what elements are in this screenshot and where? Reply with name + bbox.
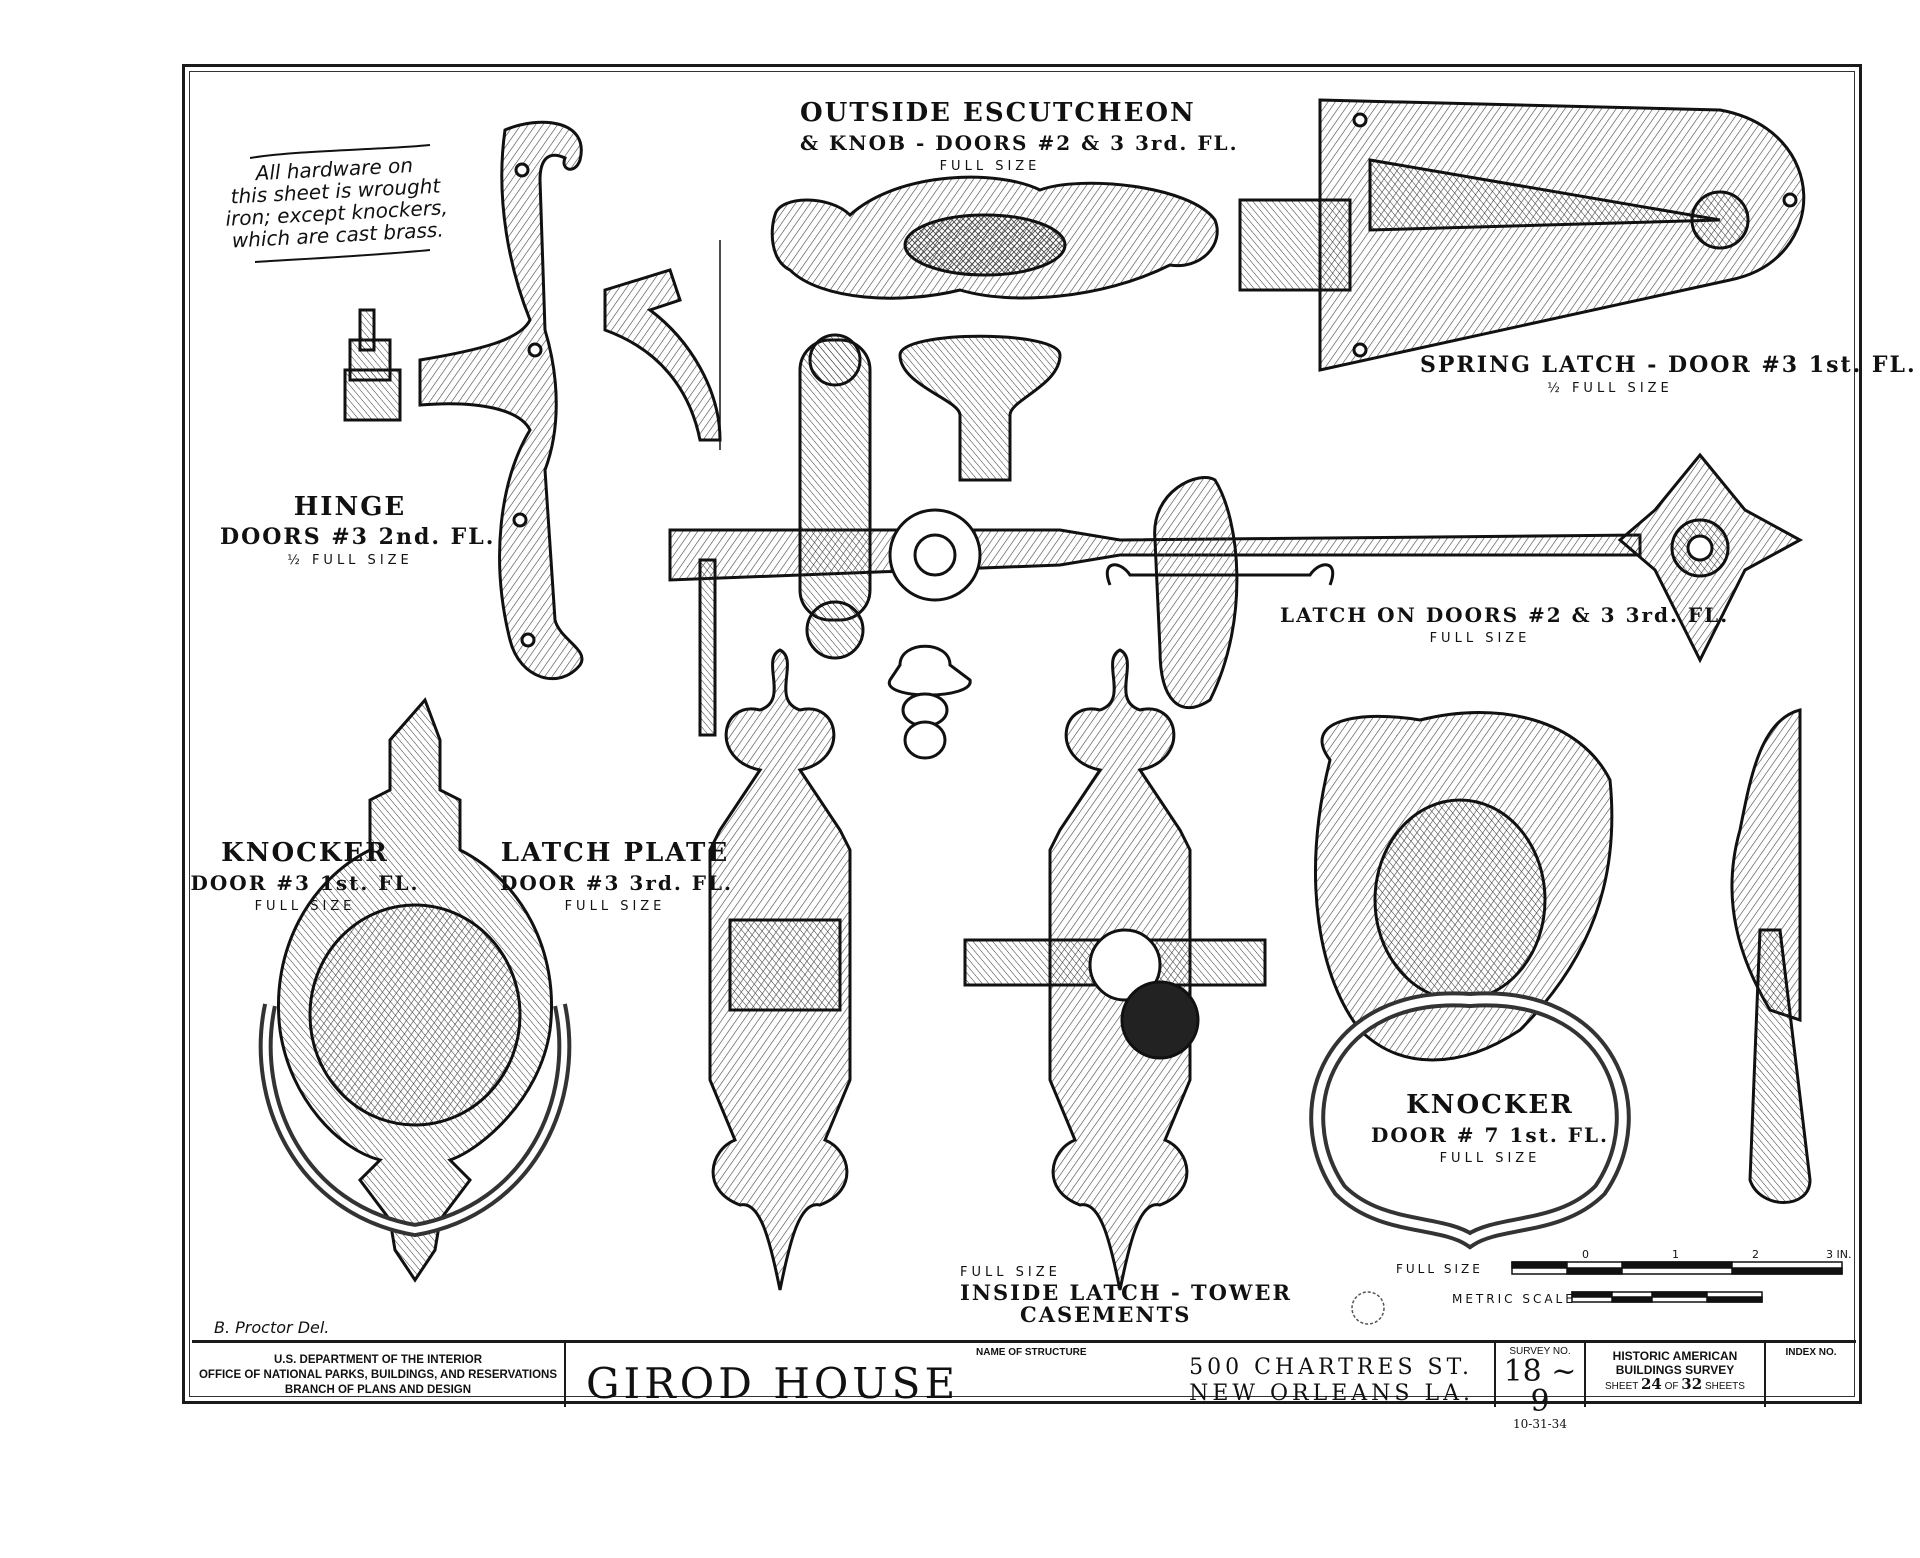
label-knocker-7: KNOCKER DOOR # 7 1st. FL. FULL SIZE xyxy=(1360,1090,1620,1168)
label-scale: ½ FULL SIZE xyxy=(1547,381,1673,396)
sheet-suffix: SHEETS xyxy=(1704,1381,1745,1392)
sheet-number: 24 xyxy=(1640,1375,1662,1393)
knocker-7-drawing xyxy=(1309,708,1812,1250)
label-title: OUTSIDE ESCUTCHEON xyxy=(800,98,1196,128)
title-block: U.S. DEPARTMENT OF THE INTERIOR OFFICE O… xyxy=(192,1340,1856,1431)
agency-cell: U.S. DEPARTMENT OF THE INTERIOR OFFICE O… xyxy=(192,1343,566,1407)
survey-cell: SURVEY NO. 18 ~ 9 10-31-34 xyxy=(1496,1343,1586,1431)
scale-bar xyxy=(1511,1261,1843,1303)
label-subtitle: CASEMENTS xyxy=(1020,1302,1192,1327)
material-note: All hardware on this sheet is wrought ir… xyxy=(204,151,468,253)
scale-tick: 3 IN. xyxy=(1826,1248,1852,1261)
sheet-of: OF xyxy=(1664,1381,1679,1392)
label-latch-plate: LATCH PLATE DOOR #3 3rd. FL. FULL SIZE xyxy=(500,838,733,916)
structure-caption: NAME OF STRUCTURE xyxy=(976,1347,1087,1358)
scale-full-size: FULL SIZE xyxy=(1396,1262,1483,1276)
label-title: INSIDE LATCH - TOWER xyxy=(960,1280,1292,1305)
sheet-prefix: SHEET xyxy=(1605,1381,1639,1392)
draftsman-signature: B. Proctor Del. xyxy=(214,1318,330,1337)
bracket-profile xyxy=(603,240,722,450)
label-knocker-3: KNOCKER DOOR #3 1st. FL. FULL SIZE xyxy=(190,838,420,916)
label-subtitle: & KNOB - DOORS #2 & 3 3rd. FL. xyxy=(800,131,1239,155)
label-subtitle: DOOR #3 3rd. FL. xyxy=(500,871,733,895)
hinge-drawing xyxy=(343,120,584,681)
drawing-sheet xyxy=(182,64,1862,1404)
scale-metric: METRIC SCALE xyxy=(1452,1292,1576,1306)
agency-line: BRANCH OF PLANS AND DESIGN xyxy=(284,1384,472,1396)
small-knob-drawing xyxy=(888,644,972,760)
address-line: NEW ORLEANS LA. xyxy=(1189,1381,1474,1406)
label-scale: FULL SIZE xyxy=(1429,631,1531,646)
survey-caption: SURVEY NO. xyxy=(1509,1346,1571,1357)
label-subtitle: DOOR # 7 1st. FL. xyxy=(1371,1123,1609,1147)
label-scale: FULL SIZE xyxy=(960,1265,1061,1280)
survey-number: 18 ~ 9 xyxy=(1503,1354,1577,1419)
agency-line: U.S. DEPARTMENT OF THE INTERIOR xyxy=(273,1354,483,1366)
label-scale: ½ FULL SIZE xyxy=(287,553,413,568)
label-scale: FULL SIZE xyxy=(939,159,1041,174)
address-line: 500 CHARTRES ST. xyxy=(1189,1355,1474,1380)
latch-plate-drawing xyxy=(708,648,852,1291)
scale-tick: 1 xyxy=(1672,1248,1679,1261)
index-caption: INDEX NO. xyxy=(1785,1347,1837,1358)
tower-latch-drawing xyxy=(963,648,1267,1291)
structure-cell: NAME OF STRUCTURE GIROD HOUSE 500 CHARTR… xyxy=(566,1343,1496,1408)
label-scale: FULL SIZE xyxy=(1439,1151,1541,1166)
label-title: KNOCKER xyxy=(221,838,389,868)
knocker-3-drawing xyxy=(258,697,572,1283)
label-title: KNOCKER xyxy=(1406,1090,1574,1120)
address: 500 CHARTRES ST. NEW ORLEANS LA. xyxy=(1189,1355,1474,1407)
index-cell: INDEX NO. xyxy=(1766,1343,1856,1407)
escutcheon-drawing xyxy=(770,175,1219,482)
label-subtitle: DOORS #3 2nd. FL. xyxy=(220,524,496,550)
habs-cell: HISTORIC AMERICAN BUILDINGS SURVEY SHEET… xyxy=(1586,1343,1766,1407)
structure-name: GIROD HOUSE xyxy=(586,1359,960,1408)
long-latch-drawing xyxy=(668,333,1804,737)
label-title: HINGE xyxy=(293,492,407,522)
label-subtitle: DOOR #3 1st. FL. xyxy=(190,871,420,895)
label-tower: FULL SIZE INSIDE LATCH - TOWER CASEMENTS xyxy=(960,1264,1290,1326)
sheet-total: 32 xyxy=(1681,1375,1703,1393)
habs-line: HISTORIC AMERICAN xyxy=(1612,1349,1738,1363)
label-hinge: HINGE DOORS #3 2nd. FL. ½ FULL SIZE xyxy=(220,492,496,570)
survey-date: 10-31-34 xyxy=(1513,1417,1567,1431)
label-spring-latch: SPRING LATCH - DOOR #3 1st. FL. ½ FULL S… xyxy=(1420,350,1917,398)
label-escutcheon: OUTSIDE ESCUTCHEON & KNOB - DOORS #2 & 3… xyxy=(800,98,1239,176)
sheet-count: SHEET 24 OF 32 SHEETS xyxy=(1586,1377,1764,1394)
agency-line: OFFICE OF NATIONAL PARKS, BUILDINGS, AND… xyxy=(198,1369,557,1381)
label-title: LATCH ON DOORS #2 & 3 3rd. FL. xyxy=(1280,603,1730,627)
label-scale: FULL SIZE xyxy=(254,899,356,914)
scale-tick: 2 xyxy=(1752,1248,1759,1261)
label-scale: FULL SIZE xyxy=(564,899,666,914)
label-title: SPRING LATCH - DOOR #3 1st. FL. xyxy=(1420,352,1917,378)
scale-tick: 0 xyxy=(1582,1248,1589,1261)
habs-line: BUILDINGS SURVEY xyxy=(1615,1363,1735,1377)
spring-latch-drawing xyxy=(1238,98,1806,372)
label-latch-doors: LATCH ON DOORS #2 & 3 3rd. FL. FULL SIZE xyxy=(1280,600,1730,648)
label-title: LATCH PLATE xyxy=(500,838,730,868)
